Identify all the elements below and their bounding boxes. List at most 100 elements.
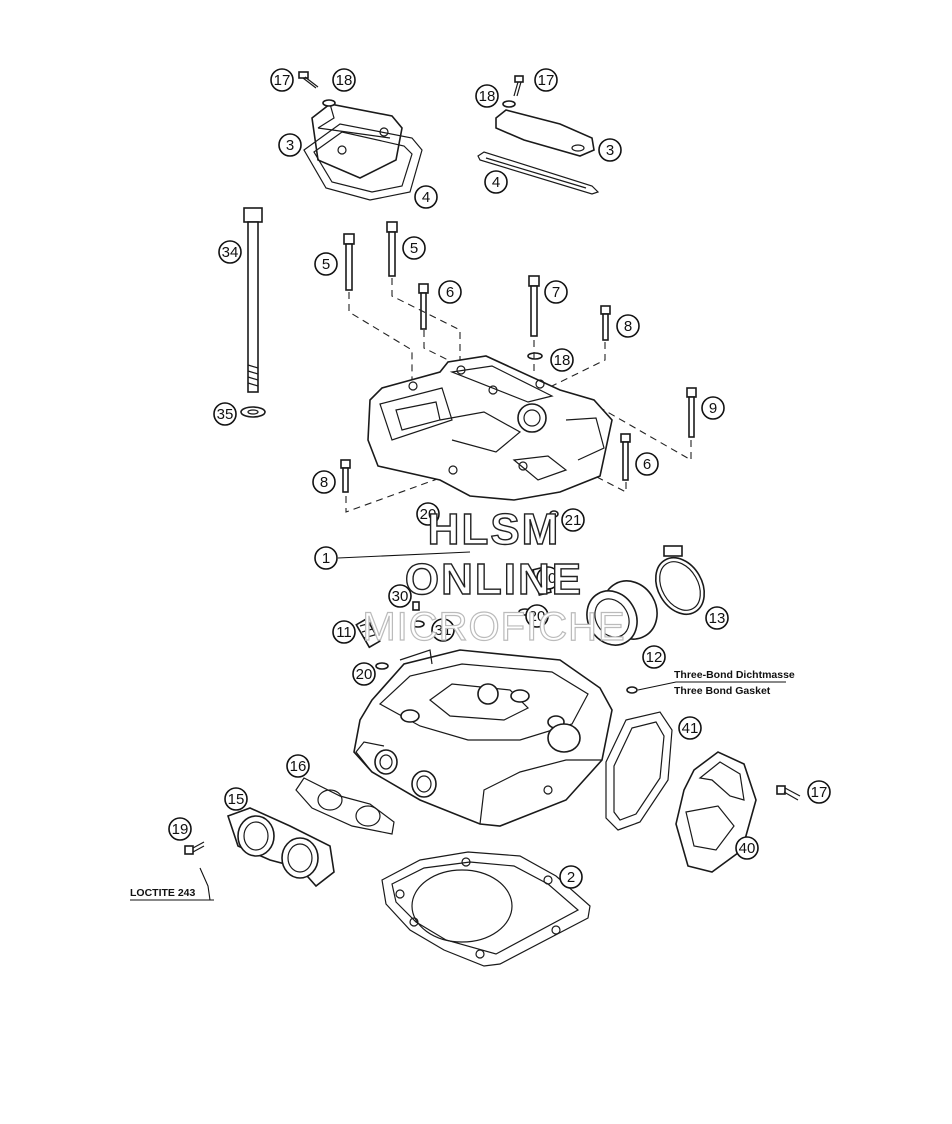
callout-circle bbox=[213, 402, 237, 426]
callout-circle bbox=[735, 836, 759, 860]
washer-18-right bbox=[502, 100, 516, 108]
callout-circle bbox=[332, 68, 356, 92]
callout-label: 8 bbox=[624, 318, 632, 335]
watermark-line2: ONLINE bbox=[405, 555, 583, 604]
valve-cover-gasket-right bbox=[477, 151, 600, 195]
callout-label: 1 bbox=[322, 550, 330, 567]
callout-label: 5 bbox=[410, 240, 418, 257]
leader-loctite bbox=[199, 867, 211, 901]
callout-circle bbox=[484, 170, 508, 194]
washer-18-center bbox=[527, 352, 543, 360]
callout-5: 5 bbox=[314, 252, 338, 276]
callout-label: 5 bbox=[322, 256, 330, 273]
hose-clamp-13 bbox=[654, 545, 706, 616]
callout-10: 10 bbox=[536, 566, 560, 590]
callout-circle bbox=[561, 508, 585, 532]
callout-18: 18 bbox=[550, 348, 574, 372]
callout-circle bbox=[278, 133, 302, 157]
callout-circle bbox=[314, 252, 338, 276]
head-gasket-2 bbox=[381, 851, 591, 967]
callout-13: 13 bbox=[705, 606, 729, 630]
bolt-9 bbox=[686, 387, 697, 438]
callout-3: 3 bbox=[598, 138, 622, 162]
callout-label: 20 bbox=[356, 666, 373, 683]
callout-label: 41 bbox=[682, 720, 699, 737]
valve-cover-right bbox=[495, 109, 595, 157]
screw-19 bbox=[184, 841, 205, 855]
callout-circle bbox=[312, 470, 336, 494]
cover-gasket-41 bbox=[605, 711, 673, 831]
callout-label: 2 bbox=[567, 869, 575, 886]
callout-label: 17 bbox=[538, 72, 555, 89]
bolt-8-left bbox=[340, 459, 351, 493]
callout-label: 16 bbox=[290, 758, 307, 775]
callout-label: 19 bbox=[172, 821, 189, 838]
callout-circle bbox=[402, 236, 426, 260]
callout-label: 9 bbox=[709, 400, 717, 417]
screw-30 bbox=[412, 601, 420, 611]
leader-threebond bbox=[637, 681, 786, 691]
callout-label: 40 bbox=[739, 840, 756, 857]
callout-label: 20 bbox=[529, 608, 546, 625]
callout-6: 6 bbox=[438, 280, 462, 304]
callout-circle bbox=[705, 606, 729, 630]
callout-circle bbox=[807, 780, 831, 804]
bolt-17-right bbox=[513, 75, 524, 97]
callout-12: 12 bbox=[642, 645, 666, 669]
washer-31 bbox=[411, 620, 425, 628]
callout-4: 4 bbox=[484, 170, 508, 194]
callout-label: 4 bbox=[492, 174, 500, 191]
callout-circle bbox=[352, 662, 376, 686]
callout-circle bbox=[678, 716, 702, 740]
watermark-line1: HLSM bbox=[428, 505, 561, 554]
callout-circle bbox=[438, 280, 462, 304]
callout-label: 31 bbox=[435, 622, 452, 639]
callout-40: 40 bbox=[735, 836, 759, 860]
callout-circle bbox=[286, 754, 310, 778]
callout-41: 41 bbox=[678, 716, 702, 740]
callout-21: 21 bbox=[561, 508, 585, 532]
callout-17: 17 bbox=[270, 68, 294, 92]
callout-circle bbox=[270, 68, 294, 92]
callout-circle bbox=[332, 620, 356, 644]
washer-18-left bbox=[322, 99, 336, 107]
callout-8: 8 bbox=[616, 314, 640, 338]
callout-label: 6 bbox=[446, 284, 454, 301]
callout-circle bbox=[431, 618, 455, 642]
bolt-17-cover bbox=[776, 785, 801, 801]
callout-label: 30 bbox=[392, 588, 409, 605]
callout-17: 17 bbox=[807, 780, 831, 804]
note-threebond-de: Three-Bond Dichtmasse bbox=[674, 669, 795, 681]
callout-circle bbox=[414, 185, 438, 209]
washer-35 bbox=[240, 406, 266, 418]
callout-circle bbox=[616, 314, 640, 338]
exhaust-gasket-16 bbox=[295, 777, 395, 835]
callout-label: 10 bbox=[540, 570, 557, 587]
callout-circle bbox=[416, 502, 440, 526]
callout-circle bbox=[598, 138, 622, 162]
callout-circle bbox=[534, 68, 558, 92]
callout-label: 15 bbox=[228, 791, 245, 808]
note-threebond-en: Three Bond Gasket bbox=[674, 685, 771, 697]
cylinder-head bbox=[353, 649, 613, 827]
callout-label: 17 bbox=[274, 72, 291, 89]
callout-circle bbox=[314, 546, 338, 570]
callout-circle bbox=[224, 787, 248, 811]
callout-circle bbox=[642, 645, 666, 669]
callout-label: 6 bbox=[643, 456, 651, 473]
assembly-lines bbox=[345, 278, 692, 513]
callout-18: 18 bbox=[475, 84, 499, 108]
callout-label: 34 bbox=[222, 244, 239, 261]
callout-label: 8 bbox=[320, 474, 328, 491]
callout-8: 8 bbox=[312, 470, 336, 494]
callout-20: 20 bbox=[525, 604, 549, 628]
callout-5: 5 bbox=[402, 236, 426, 260]
callout-label: 21 bbox=[565, 512, 582, 529]
callout-18: 18 bbox=[332, 68, 356, 92]
callout-circle bbox=[701, 396, 725, 420]
threebond-spot bbox=[626, 686, 638, 694]
callout-label: 17 bbox=[811, 784, 828, 801]
callout-11: 11 bbox=[332, 620, 356, 644]
callout-label: 20 bbox=[420, 506, 437, 523]
